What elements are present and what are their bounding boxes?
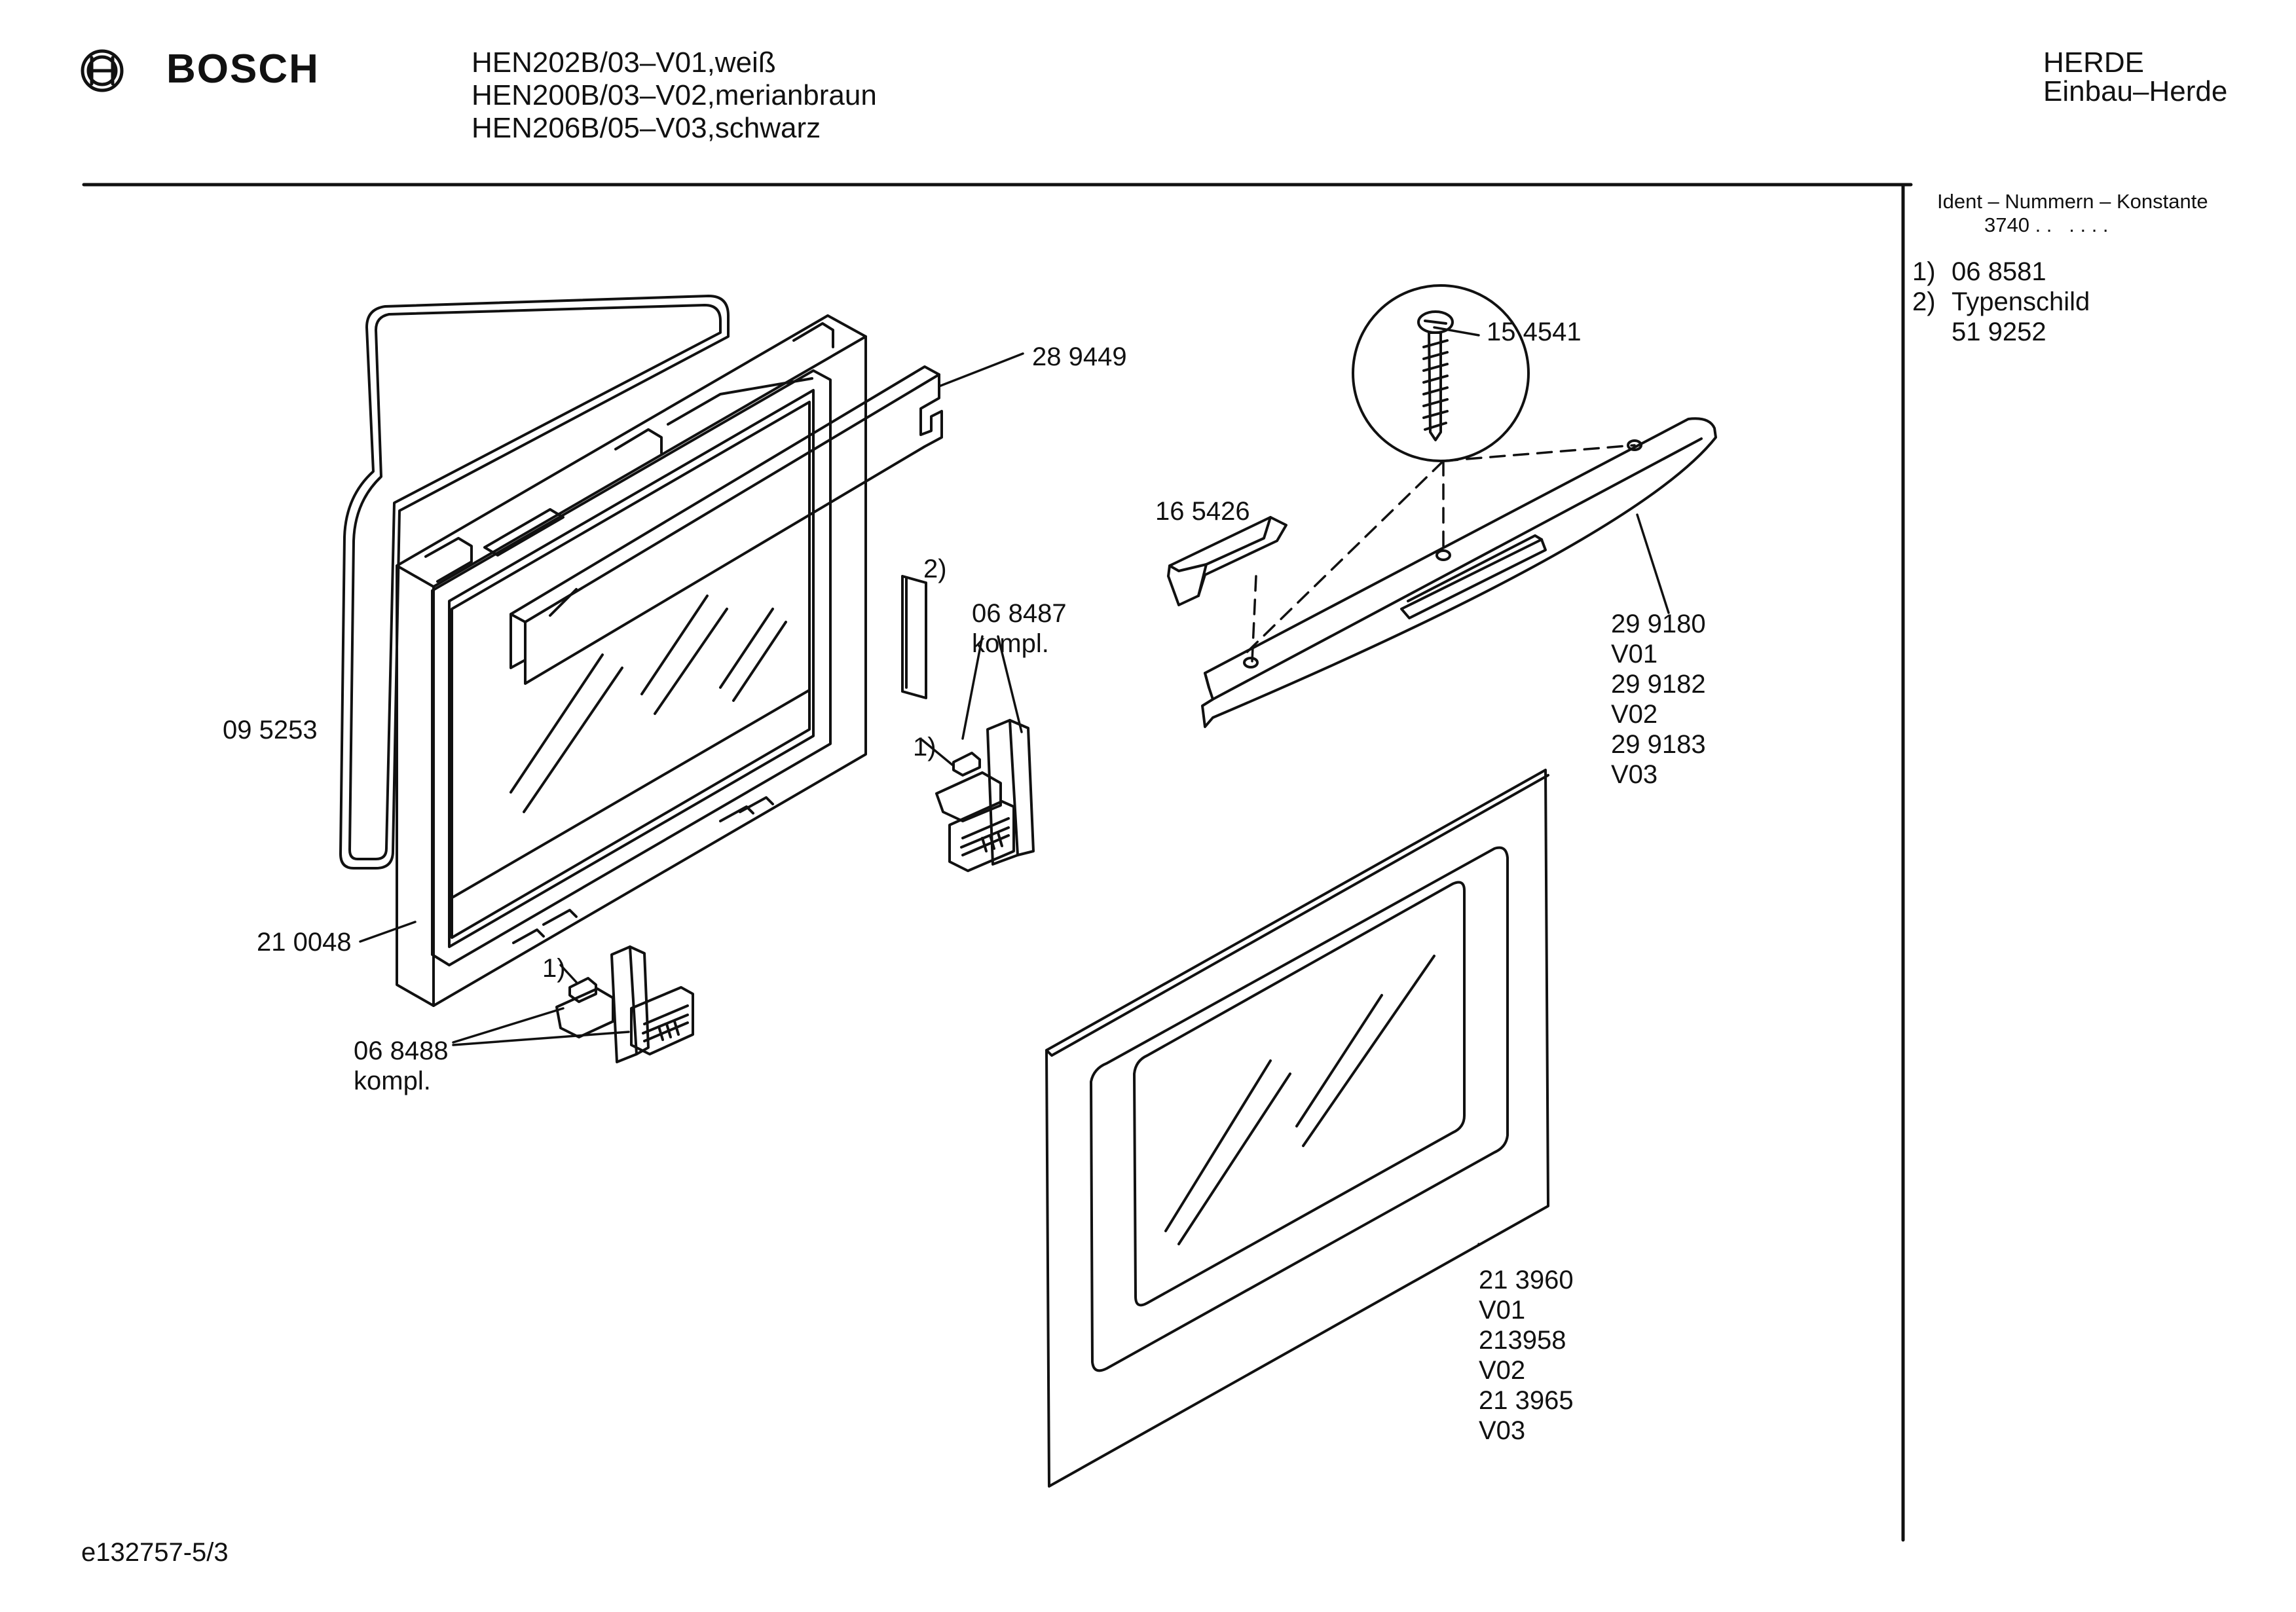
ident-value: 3740 . . . . . . [1984, 213, 2109, 236]
bracket-strip-drawing [509, 365, 943, 685]
part-label-09-5253: 09 5253 [223, 716, 318, 744]
note-2-marker: 2) [923, 555, 947, 583]
screw-detail-drawing [1352, 284, 1530, 462]
part-label-06-8487-note: kompl. [972, 629, 1049, 658]
part-label-21-0048: 21 0048 [257, 928, 352, 957]
inner-door-frame-drawing [396, 314, 867, 1007]
model-line-3: HEN206B/05–V03,schwarz [472, 112, 821, 144]
part-label-29-9180-l5: 29 9183 [1611, 730, 1706, 759]
door-seal-drawing [339, 295, 730, 870]
note-1-marker-lower: 1) [542, 954, 566, 983]
part-label-06-8488-note: kompl. [354, 1067, 431, 1095]
part-label-21-3960-l2: V01 [1479, 1296, 1526, 1325]
outer-glass-panel-drawing [1045, 769, 1549, 1488]
part-label-21-3960-l5: 21 3965 [1479, 1386, 1574, 1415]
note-1-number: 1) [1912, 257, 1936, 286]
part-label-29-9180-l3: 29 9182 [1611, 670, 1706, 699]
note-1-marker-upper: 1) [913, 733, 936, 761]
model-line-1: HEN202B/03–V01,weiß [472, 46, 776, 79]
leader-lines [359, 326, 1670, 1245]
document-id: e132757-5/3 [81, 1538, 229, 1567]
hinge-upper-drawing [935, 719, 1035, 872]
part-label-29-9180-l1: 29 9180 [1611, 610, 1706, 638]
part-label-29-9180-l6: V03 [1611, 760, 1658, 789]
part-label-28-9449: 28 9449 [1032, 342, 1127, 371]
model-line-2: HEN200B/03–V02,merianbraun [472, 79, 877, 111]
note-2-number: 2) [1912, 287, 1936, 316]
part-label-21-3960-l6: V03 [1479, 1416, 1526, 1445]
brand-name: BOSCH [166, 46, 320, 92]
category-line-2: Einbau–Herde [2043, 75, 2228, 107]
hinge-lower-drawing [555, 945, 694, 1063]
note-1-text: 06 8581 [1952, 257, 2046, 286]
part-label-06-8488-number: 06 8488 [354, 1036, 449, 1065]
part-label-21-3960-l4: V02 [1479, 1356, 1526, 1385]
part-label-16-5426: 16 5426 [1155, 497, 1250, 526]
part-label-29-9180-l4: V02 [1611, 700, 1658, 729]
note-2-text: Typenschild [1952, 287, 2090, 316]
category-line-1: HERDE [2043, 46, 2145, 79]
part-label-06-8487-number: 06 8487 [972, 599, 1067, 628]
handle-catch-drawing [1167, 516, 1287, 606]
note-2-part-number: 51 9252 [1952, 318, 2046, 346]
part-label-21-3960-l3: 213958 [1479, 1326, 1566, 1355]
part-label-21-3960-l1: 21 3960 [1479, 1266, 1574, 1294]
bosch-logo-icon [81, 49, 124, 92]
ident-title: Ident – Nummern – Konstante [1937, 190, 2208, 213]
type-plate-drawing [901, 575, 927, 699]
door-handle-drawing [1201, 417, 1717, 728]
part-label-29-9180-l2: V01 [1611, 640, 1658, 669]
part-label-15-4541: 15 4541 [1487, 318, 1582, 346]
